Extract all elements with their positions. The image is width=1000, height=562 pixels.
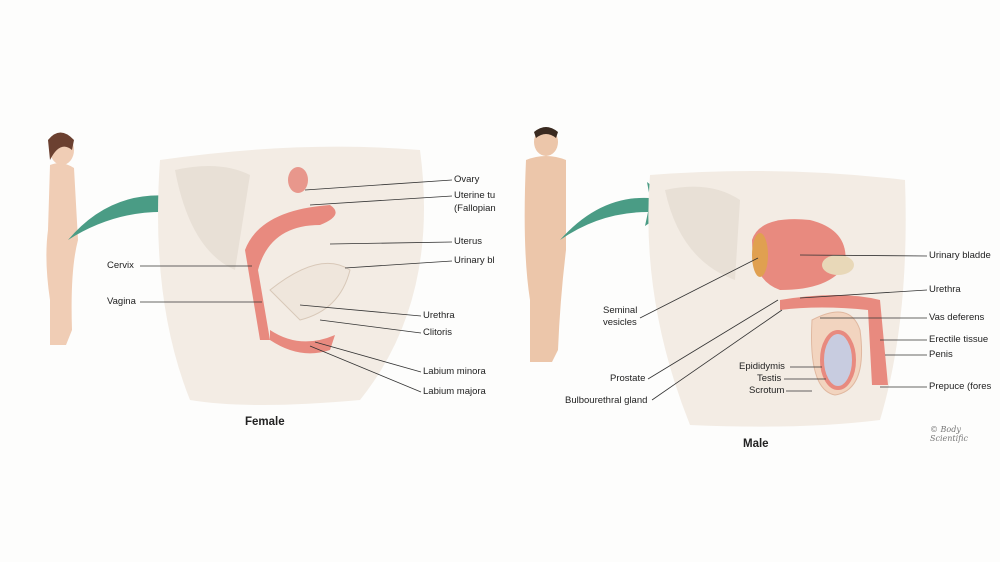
- female-title: Female: [245, 416, 285, 428]
- female-figure: [46, 132, 78, 345]
- label-epididymis: Epididymis: [739, 361, 785, 372]
- label-female-urethra: Urethra: [423, 310, 455, 321]
- male-title: Male: [743, 438, 769, 450]
- female-arrow: [68, 180, 196, 240]
- label-prostate: Prostate: [610, 373, 646, 384]
- label-female-urinary-bladder: Urinary bl: [454, 255, 495, 266]
- label-erectile-tissue: Erectile tissue: [929, 334, 989, 345]
- male-figure: [524, 127, 566, 362]
- label-vas-deferens: Vas deferens: [929, 312, 985, 323]
- label-vagina: Vagina: [107, 296, 136, 307]
- label-uterine-tube-2: (Fallopian: [454, 203, 496, 214]
- male-arrow: [560, 182, 676, 240]
- copyright: © Body Scientific: [930, 425, 968, 443]
- label-ovary: Ovary: [454, 174, 480, 185]
- female-section: [158, 146, 424, 405]
- label-labium-majora: Labium majora: [423, 386, 486, 397]
- label-male-urinary-bladder: Urinary bladde: [929, 250, 991, 261]
- label-seminal-vesicles: Seminal: [603, 305, 638, 316]
- label-uterus: Uterus: [454, 236, 482, 247]
- label-bulbourethral-gland: Bulbourethral gland: [565, 395, 648, 406]
- label-cervix: Cervix: [107, 260, 134, 271]
- label-prepuce: Prepuce (fores: [929, 381, 992, 392]
- leader-lines: [140, 179, 928, 401]
- label-penis: Penis: [929, 349, 953, 360]
- label-seminal-vesicles-2: vesicles: [603, 317, 637, 328]
- label-male-urethra: Urethra: [929, 284, 961, 295]
- label-clitoris: Clitoris: [423, 327, 453, 338]
- label-labium-minora: Labium minora: [423, 366, 486, 377]
- label-scrotum: Scrotum: [749, 385, 785, 396]
- male-section: [648, 171, 906, 427]
- label-uterine-tube: Uterine tu: [454, 190, 496, 201]
- label-testis: Testis: [757, 373, 782, 384]
